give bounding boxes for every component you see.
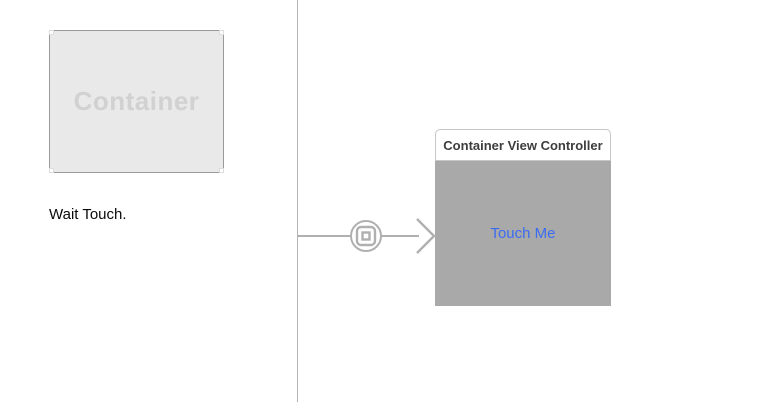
container-view-box[interactable]: Container xyxy=(49,30,224,173)
container-view-label: Container xyxy=(73,86,200,116)
pane-divider xyxy=(297,0,298,402)
resize-handle-bottom-right[interactable] xyxy=(219,168,224,173)
view-controller-title: Container View Controller xyxy=(443,137,603,153)
view-controller-header[interactable]: Container View Controller xyxy=(435,129,611,161)
resize-handle-top-left[interactable] xyxy=(49,30,54,35)
embed-segue-connector[interactable] xyxy=(297,214,437,258)
resize-handle-bottom-left[interactable] xyxy=(49,168,54,173)
embed-segue-icon[interactable] xyxy=(350,220,382,252)
arrowhead-icon xyxy=(416,218,436,254)
container-view-controller-scene: Container View Controller Touch Me xyxy=(435,129,611,306)
wait-touch-label[interactable]: Wait Touch. xyxy=(49,206,127,223)
view-controller-view[interactable]: Touch Me xyxy=(435,161,611,306)
resize-handle-top-right[interactable] xyxy=(219,30,224,35)
touch-me-button[interactable]: Touch Me xyxy=(490,225,556,242)
